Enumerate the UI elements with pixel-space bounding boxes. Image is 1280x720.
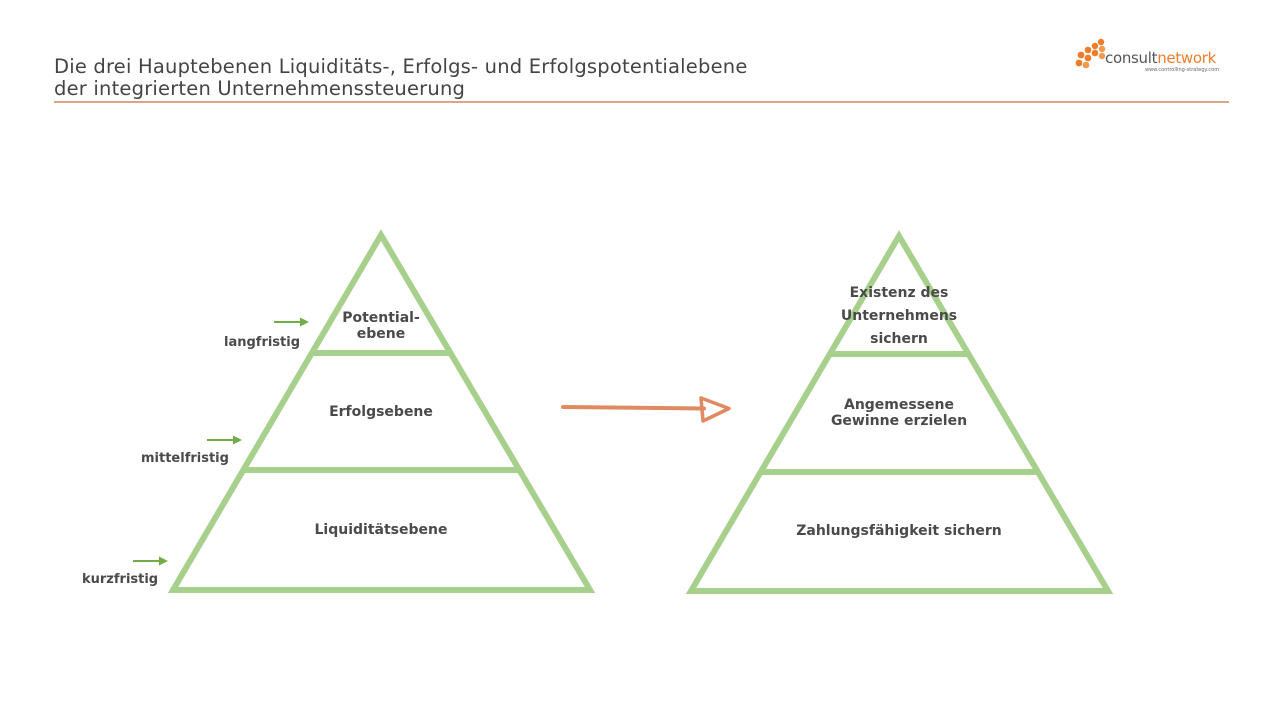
orange-dot-cluster-icon — [1075, 38, 1106, 69]
horizon-label-mid-term: mittelfristig — [141, 451, 229, 466]
left-level-top-label: Potential- ebene — [321, 310, 441, 342]
left-pyramid-outline — [167, 229, 596, 593]
existenz-text: Existenz des Unternehmens sichern — [840, 285, 958, 347]
right-pyramid-outline — [685, 230, 1114, 594]
page-title: Die drei Hauptebenen Liquiditäts-, Erfol… — [54, 56, 954, 100]
right-level-bottom-label: Zahlungsfähigkeit sichern — [796, 523, 1002, 539]
arrow-right-icon — [274, 317, 309, 327]
horizon-label-long-term: langfristig — [224, 335, 301, 350]
horizon-label-short-term: kurzfristig — [82, 572, 159, 587]
company-logo: consultnetwork www.controlling-strategy.… — [1074, 38, 1234, 78]
logo-wordmark: consultnetwork — [1105, 49, 1217, 67]
left-level-middle-label: Erfolgsebene — [329, 404, 433, 420]
left-pyramid — [167, 229, 596, 593]
title-divider — [54, 101, 1229, 103]
arrow-right-icon — [133, 556, 168, 566]
arrow-right-icon — [207, 435, 242, 445]
right-level-top-label: Existenz des Unternehmens sichern — [809, 282, 989, 351]
page-title-line-2: der integrierten Unternehmenssteuerung — [54, 77, 466, 100]
logo-url: www.controlling-strategy.com — [1145, 67, 1220, 73]
gewinne-text: Angemessene Gewinne erzielen — [830, 397, 968, 429]
potential-ebene-text: Potential- ebene — [342, 310, 420, 342]
right-level-middle-label: Angemessene Gewinne erzielen — [799, 397, 999, 429]
page-title-line-1: Die drei Hauptebenen Liquiditäts-, Erfol… — [54, 55, 748, 78]
right-pyramid — [685, 230, 1114, 594]
left-level-bottom-label: Liquiditätsebene — [314, 522, 448, 538]
large-arrow-right-icon — [561, 396, 731, 423]
